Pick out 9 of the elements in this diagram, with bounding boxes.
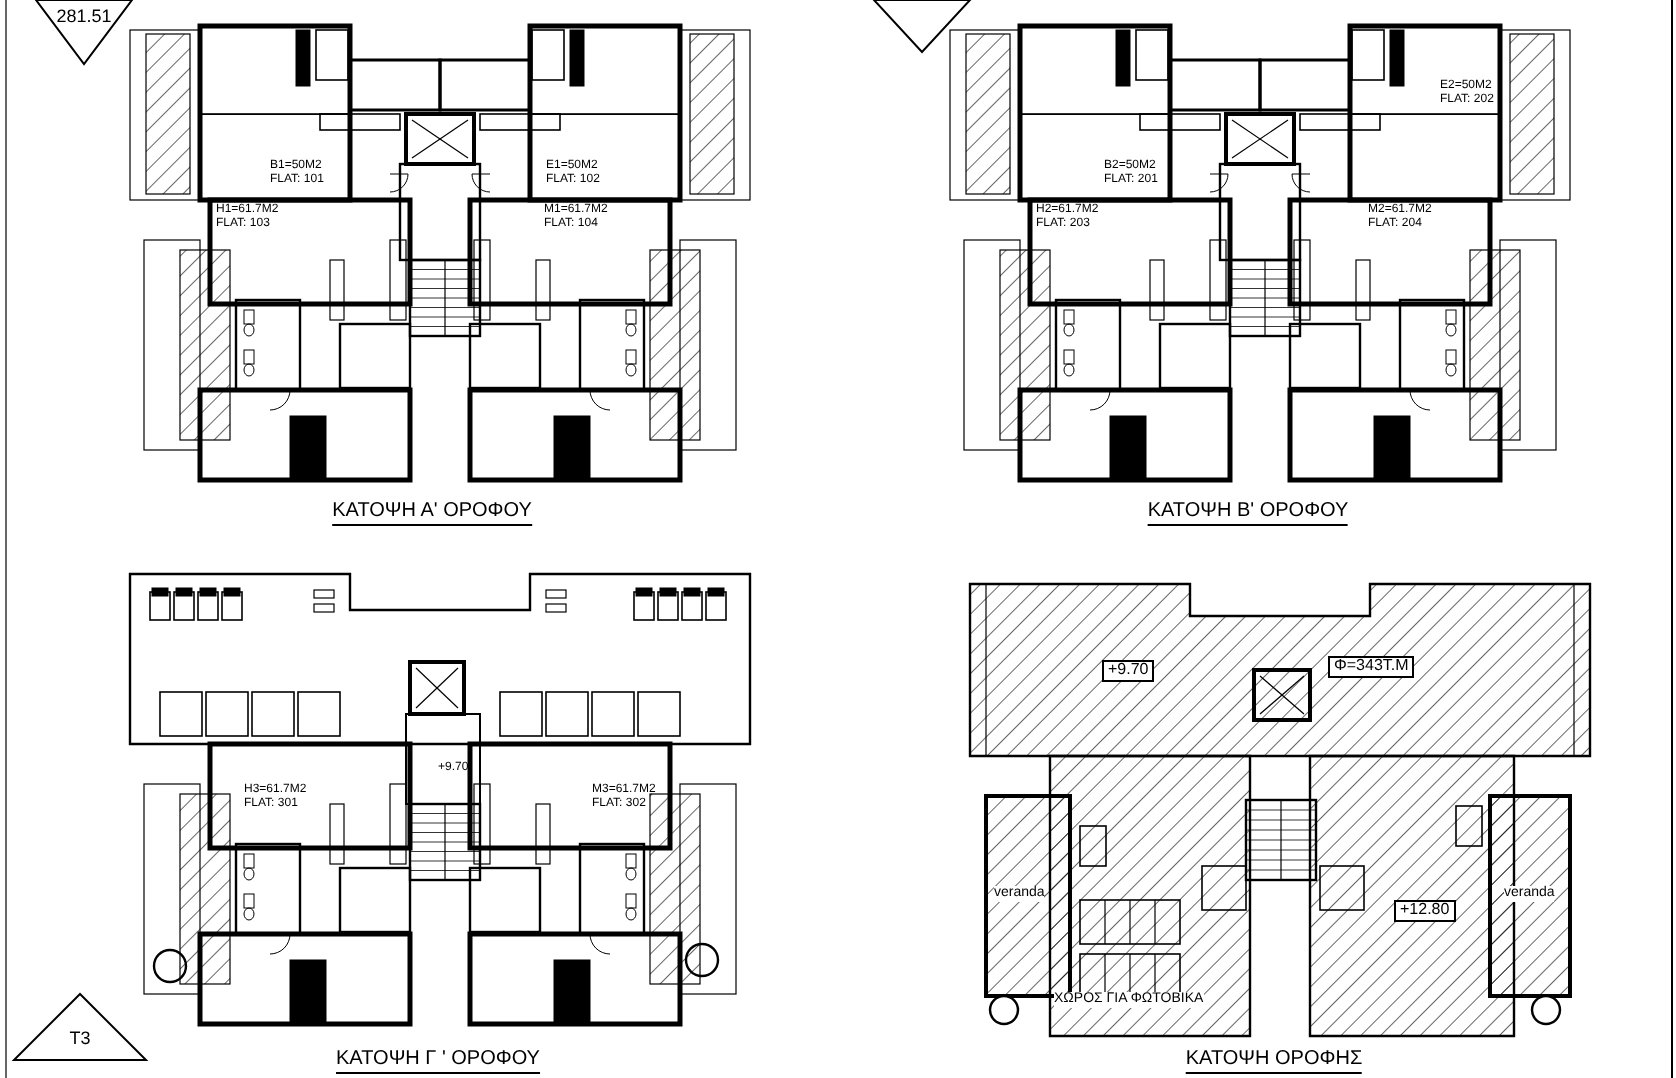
level-mark: +12.80 [1394,900,1456,922]
plan-caption: ΚΑΤΟΨΗ ΟΡΟΦΗΣ [1185,1048,1363,1074]
section-mark: T3 [69,1030,91,1050]
area-note: Φ=343Τ.Μ [1328,656,1415,678]
level-mark: +9.70 [1102,660,1155,682]
plan-caption: ΚΑΤΟΨΗ Α' ΟΡΟΦΟΥ [332,500,532,526]
level-mark: 281.51 [56,8,112,28]
plan-caption: ΚΑΤΟΨΗ Γ ' ΟΡΟΦΟΥ [336,1048,540,1074]
plan-caption: ΚΑΤΟΨΗ Β' ΟΡΟΦΟΥ [1147,500,1349,526]
